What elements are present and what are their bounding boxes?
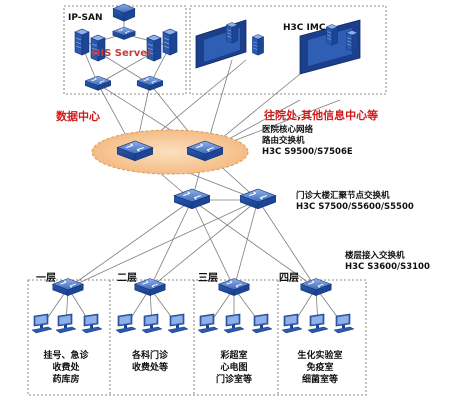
core-caption-line3: H3C S9500/S7506E (262, 147, 353, 157)
floor-4-departments: 生化实验室 免疫室 细菌室等 (282, 350, 358, 386)
zone-frames (27, 5, 387, 396)
imc-server-icon (346, 30, 358, 52)
dc-switch-left-icon (84, 75, 112, 91)
access-switch-caption: 楼层接入交换机 H3C S3600/S3100 (345, 251, 430, 273)
link-line (97, 51, 151, 85)
floor-4-dept-2: 免疫室 (306, 363, 334, 373)
floor-3-dept-3: 门诊室等 (215, 375, 252, 385)
pc-icon-1 (31, 313, 53, 334)
floor-1-departments: 挂号、急诊 收费处 药库房 (28, 350, 104, 386)
floor-1-dept-1: 挂号、急诊 (43, 351, 89, 361)
access-floors-frame (27, 279, 367, 396)
floor-1-dept-2: 收费处 (52, 363, 80, 373)
floor-1-name: 一层 (36, 273, 56, 284)
floor-4-dept-1: 生化实验室 (297, 351, 343, 361)
imc-server-icon (226, 22, 238, 44)
server-icon (162, 28, 178, 56)
aggregation-switch-caption: 门诊大楼汇聚节点交换机 H3C S7500/S5600/S5500 (296, 191, 414, 213)
pc-icon-6 (167, 313, 189, 334)
core-switch-caption: 医院核心网络 路由交换机 H3C S9500/S7506E (262, 125, 372, 158)
pc-icon-11 (307, 313, 329, 334)
floor-3-dept-1: 彩超室 (220, 351, 248, 361)
pc-icon-12 (333, 313, 355, 334)
floor-4-dept-3: 细菌室等 (301, 375, 338, 385)
floor-3-name: 三层 (198, 273, 218, 284)
floor-2-dept-1: 各科门诊 (131, 351, 168, 361)
network-devices (31, 3, 361, 334)
agg-access-link (191, 199, 317, 289)
agg-access-link (149, 199, 259, 289)
core-caption-line2: 路由交换机 (262, 136, 305, 146)
floor-3-dept-2: 心电图 (220, 363, 248, 373)
imc-server-icon (252, 34, 264, 56)
pc-icon-4 (115, 313, 137, 334)
floor-2-name: 二层 (117, 273, 137, 284)
access-caption-line1: 楼层接入交换机 (345, 251, 405, 261)
aggregation-caption-line2: H3C S7500/S5600/S5500 (296, 202, 414, 212)
aggregation-caption-line1: 门诊大楼汇聚节点交换机 (296, 191, 390, 201)
pc-icon-9 (251, 313, 273, 334)
server-icon (74, 28, 90, 56)
agg-access-link (233, 199, 259, 289)
access-caption-line2: H3C S3600/S3100 (345, 262, 430, 272)
pc-icon-2 (55, 313, 77, 334)
core-network-oval (91, 129, 249, 175)
agg-access-link (67, 199, 193, 289)
ip-san-label: IP-SAN (68, 13, 103, 23)
floor-3-departments: 彩超室 心电图 门诊室等 (196, 350, 272, 386)
agg-access-link (67, 199, 259, 289)
pc-icon-3 (81, 313, 103, 334)
agg-access-link (257, 199, 317, 289)
aggregation-switch-icon-1 (173, 188, 211, 210)
link-line (97, 51, 155, 85)
core-caption-line1: 医院核心网络 (262, 125, 314, 135)
access-switch-icon-1 (52, 278, 84, 297)
floor-4-name: 四层 (279, 273, 299, 284)
floor-1-dept-3: 药库房 (52, 375, 80, 385)
branch-info-center-label: 往院处,其他信息中心等 (264, 109, 379, 122)
imc-server-icon (326, 24, 338, 46)
access-switch-icon-3 (218, 278, 250, 297)
pc-icon-7 (197, 313, 219, 334)
pc-icon-5 (141, 313, 163, 334)
agg-access-link (149, 199, 193, 289)
pc-icon-10 (281, 313, 303, 334)
storage-icon (112, 3, 136, 22)
access-switch-icon-2 (134, 278, 166, 297)
access-switch-icon-4 (300, 278, 332, 297)
agg-access-link (191, 199, 235, 289)
san-switch-icon (112, 26, 136, 40)
data-center-label: 数据中心 (56, 110, 100, 123)
management-frame (189, 5, 387, 95)
floor-2-dept-2: 收费处等 (131, 363, 168, 373)
mgmt-screen-right-face (308, 28, 352, 66)
floor-2-departments: 各科门诊 收费处等 (112, 350, 188, 374)
his-server-label: HIS Server (92, 48, 152, 59)
h3c-imc-label: H3C IMC (283, 23, 326, 33)
pc-icon-8 (223, 313, 245, 334)
